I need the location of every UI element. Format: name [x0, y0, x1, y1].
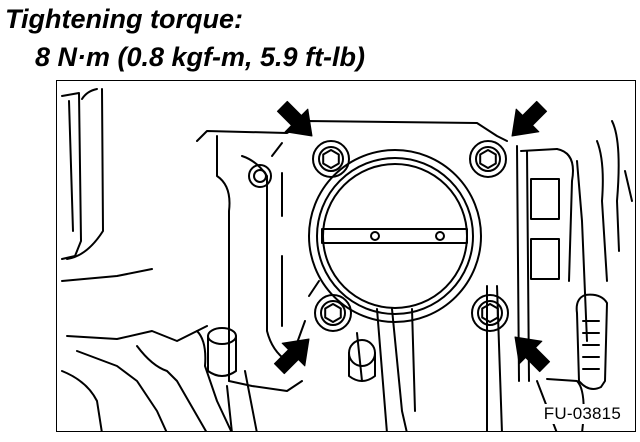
bolt-bottom-left: [314, 294, 352, 332]
bolt-top-right: [469, 140, 507, 178]
valve-screw-right: [435, 231, 445, 241]
throttle-body-figure: FU-03815: [56, 80, 636, 432]
throttle-bore: [308, 149, 482, 323]
arrow-top-right: [511, 100, 548, 137]
arrow-bottom-left: [273, 338, 310, 375]
bolt-top-left: [312, 140, 350, 178]
torque-value: 8 N·m (0.8 kgf-m, 5.9 ft-lb): [35, 42, 366, 72]
throttle-position-sensor: [516, 120, 633, 431]
mounting-bolts: [312, 140, 509, 332]
figure-id-label: FU-03815: [541, 404, 623, 424]
torque-heading: Tightening torque:: [5, 4, 243, 34]
intake-manifold-left: [61, 88, 258, 431]
tightening-arrows: [273, 100, 551, 375]
throttle-body-illustration: [61, 88, 633, 431]
arrow-bottom-right: [514, 336, 551, 373]
bolt-bottom-right: [471, 294, 509, 332]
arrow-top-left: [276, 100, 313, 137]
throttle-valve-plate: [321, 228, 468, 244]
valve-screw-left: [370, 231, 380, 241]
throttle-body-housing: [196, 120, 508, 431]
side-bolts: [248, 164, 376, 382]
